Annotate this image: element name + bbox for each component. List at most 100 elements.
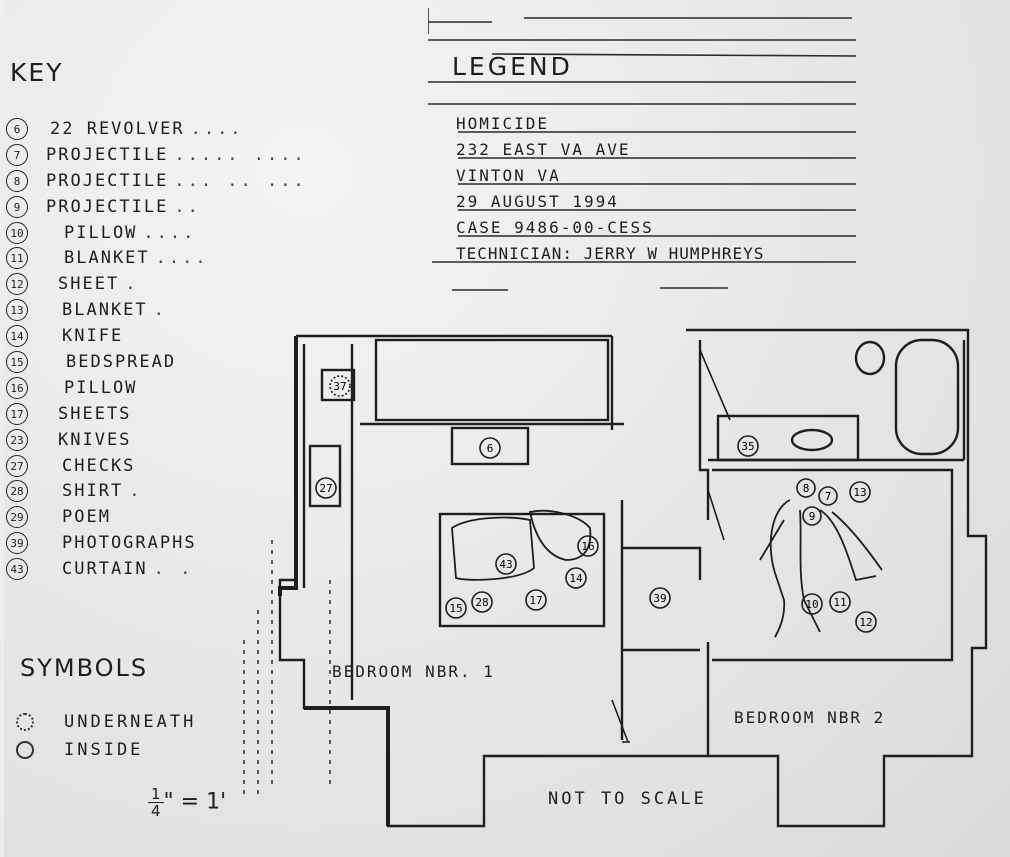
key-item-label: CHECKS	[62, 455, 136, 476]
key-item-number: 10	[6, 221, 28, 244]
marker-11-label: 11	[833, 596, 846, 609]
marker-11: 11	[829, 591, 851, 613]
key-item-number: 29	[6, 506, 28, 529]
marker-28: 28	[471, 591, 493, 613]
marker-27-label: 27	[319, 482, 332, 495]
dresser	[450, 426, 530, 466]
victim-outline-2	[819, 509, 883, 582]
key-item-number: 14	[6, 325, 28, 348]
key-item: 29 POEM	[6, 504, 307, 530]
not-to-scale-label: NOT TO SCALE	[548, 789, 707, 809]
marker-39: 39	[649, 587, 671, 609]
legend-date: 29 AUGUST 1994	[456, 192, 619, 211]
key-item-label: PROJECTILE	[46, 170, 169, 191]
marker-14: 14	[565, 567, 587, 589]
bedroom2-label: BEDROOM NBR 2	[734, 708, 886, 727]
key-item-leader: ....	[155, 248, 209, 269]
bathtub	[894, 338, 960, 456]
marker-10-label: 10	[805, 598, 818, 611]
key-item-number: 28	[6, 480, 28, 503]
marker-15: 15	[445, 597, 467, 619]
key-item-number: 6	[6, 117, 28, 140]
marker-17-label: 17	[529, 594, 542, 607]
marker-37-label: 37	[333, 380, 346, 393]
legend-address: 232 EAST VA AVE	[456, 140, 631, 159]
bedroom2-walls	[698, 340, 966, 662]
bed1-sheet	[451, 516, 535, 581]
marker-8-label: 8	[803, 482, 810, 495]
scale-fraction: 1 4	[148, 786, 164, 819]
key-item: 14 KNIFE	[6, 323, 307, 349]
key-item-label: PILLOW	[64, 222, 138, 243]
marker-12-label: 12	[859, 616, 872, 629]
marker-43-label: 43	[499, 558, 512, 571]
marker-9: 9	[802, 506, 822, 526]
marker-12: 12	[855, 611, 877, 633]
key-item-label: SHEETS	[58, 403, 132, 424]
marker-43: 43	[495, 553, 517, 575]
key-item-label: PILLOW	[64, 377, 138, 398]
key-item-number: 43	[6, 558, 28, 581]
marker-13-label: 13	[853, 486, 866, 499]
marker-16: 16	[577, 535, 599, 557]
legend-case-number: CASE 9486-00-CESS	[456, 218, 654, 237]
staircase	[374, 338, 610, 422]
key-item-label: SHIRT	[62, 481, 124, 502]
marker-17: 17	[525, 589, 547, 611]
key-item-number: 17	[6, 402, 28, 425]
marker-6-label: 6	[487, 442, 494, 455]
key-item-label: KNIFE	[62, 326, 124, 347]
legend-rule-lines	[428, 8, 857, 291]
marker-35: 35	[737, 435, 759, 457]
bedroom1-label: BEDROOM NBR. 1	[332, 662, 495, 681]
marker-8: 8	[796, 478, 816, 498]
key-item-leader: .	[125, 274, 139, 295]
marker-7: 7	[818, 486, 838, 506]
bed1	[438, 512, 606, 628]
key-item-label: BEDSPREAD	[66, 351, 177, 372]
legend-city: VINTON VA	[456, 166, 561, 185]
sink	[790, 428, 834, 452]
key-item-label: CURTAIN	[62, 559, 148, 580]
vanity	[716, 414, 860, 462]
key-item-number: 15	[6, 350, 28, 373]
thick-wall	[278, 336, 390, 826]
key-item-leader: ..... ....	[174, 144, 307, 165]
key-item-number: 9	[6, 195, 28, 218]
key-item-label: POEM	[62, 507, 111, 528]
closet-walls	[620, 500, 710, 756]
symbol-underneath-row: UNDERNEATH	[16, 708, 196, 736]
marker-37: 37	[329, 375, 351, 397]
marker-14-label: 14	[569, 572, 583, 585]
evidence-markers: 37 6 27 35 16 43 14 17 15 28 39 8 7 13 9…	[315, 375, 877, 633]
toilet	[854, 340, 886, 376]
key-item-label: BLANKET	[62, 300, 148, 321]
key-item-number: 23	[6, 428, 28, 451]
marker-35-label: 35	[741, 440, 754, 453]
key-item-number: 8	[6, 169, 28, 192]
key-item-label: PHOTOGRAPHS	[62, 533, 197, 554]
marker-10: 10	[801, 593, 823, 615]
key-item: 15 BEDSPREAD	[6, 349, 307, 375]
key-item-label: SHEET	[58, 274, 120, 295]
key-item-label: PROJECTILE	[46, 196, 169, 217]
key-item: 17 SHEETS	[6, 401, 307, 427]
key-item-leader: .	[153, 300, 167, 321]
outer-wall	[278, 328, 988, 828]
marker-15-label: 15	[449, 602, 462, 615]
key-item-number: 7	[6, 143, 28, 166]
key-item-leader: ..	[174, 196, 201, 217]
